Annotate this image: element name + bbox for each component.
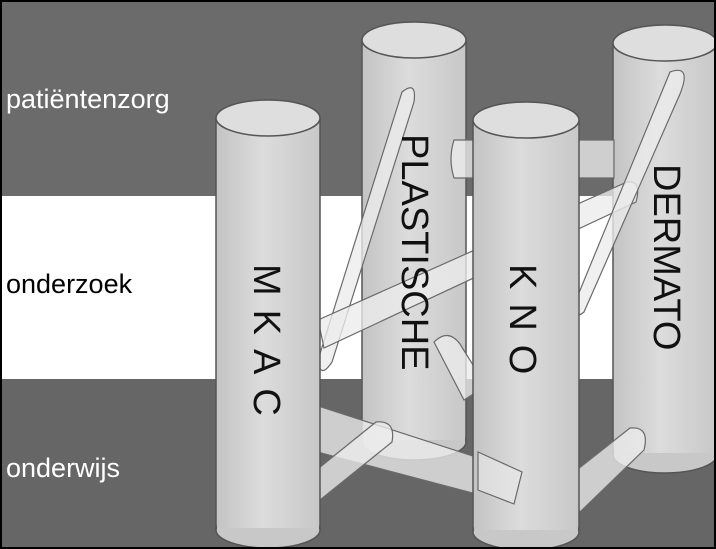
column-mkac <box>215 99 321 547</box>
column-label-mkac: MKAC <box>245 264 287 430</box>
connector-bar <box>563 427 646 514</box>
column-label-dermato: DERMATO <box>645 164 687 351</box>
column-label-kno: KNO <box>501 264 543 388</box>
column-label-plastische: PLASTISCHE <box>393 134 435 371</box>
connector-bar <box>477 451 523 505</box>
band-label-patientenzorg: patiëntenzorg <box>6 84 170 114</box>
band-label-onderwijs: onderwijs <box>6 453 120 483</box>
band-label-onderzoek: onderzoek <box>6 269 133 299</box>
connector-bar <box>303 421 394 501</box>
column-plastische <box>361 21 467 461</box>
